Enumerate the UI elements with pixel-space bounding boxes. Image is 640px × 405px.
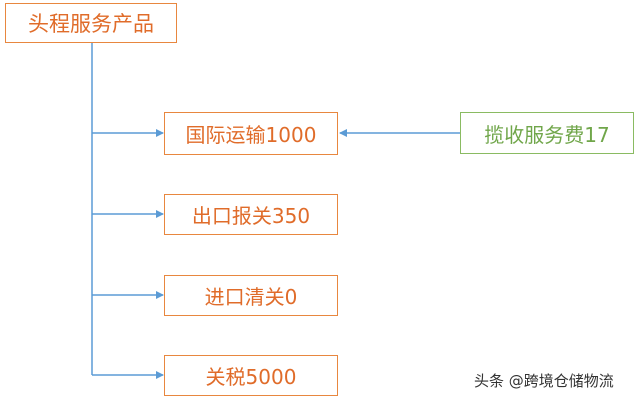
node-export-declaration: 出口报关350: [164, 194, 338, 235]
root-node: 头程服务产品: [5, 3, 177, 43]
node-pickup-fee: 揽收服务费17: [460, 112, 634, 154]
node-tariff: 关税5000: [164, 355, 338, 396]
node-import-clearance: 进口清关0: [164, 275, 338, 316]
node-international-shipping: 国际运输1000: [164, 112, 338, 155]
watermark: 头条 @跨境仓储物流: [474, 372, 614, 390]
